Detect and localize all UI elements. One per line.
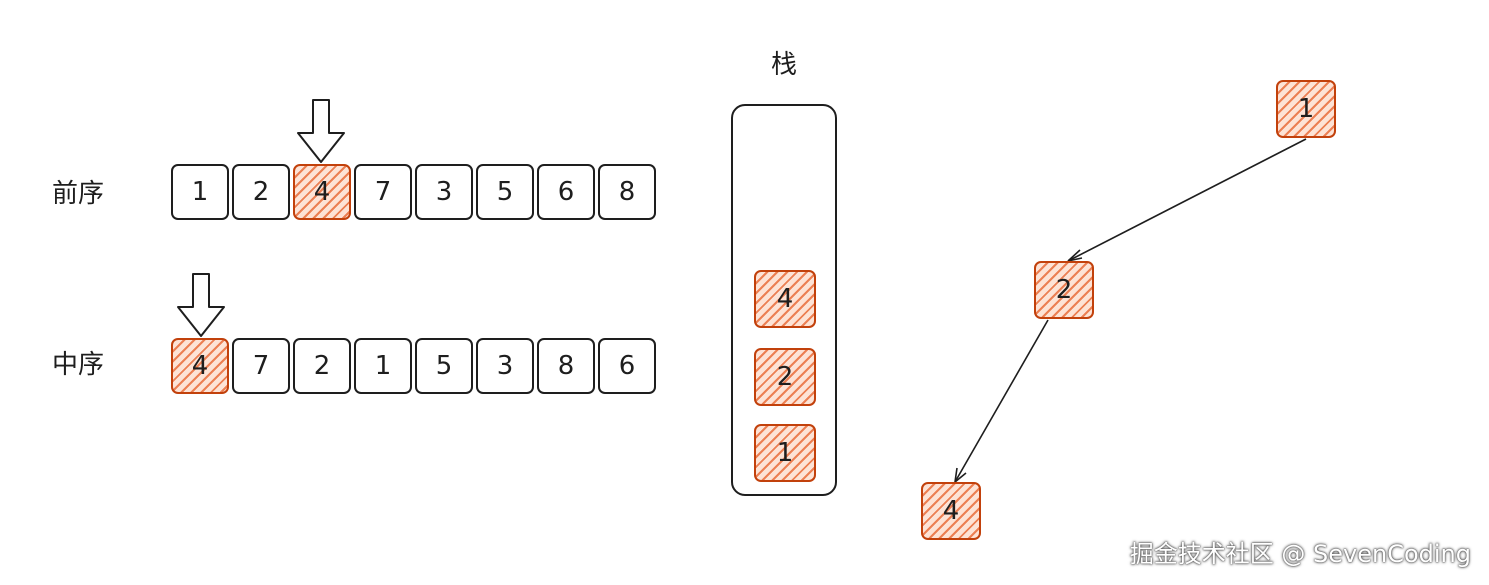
- watermark-text: 掘金技术社区 @ SevenCoding: [1129, 540, 1471, 568]
- edge-1-2: [1067, 138, 1307, 262]
- inorder-pointer-arrow: [177, 273, 225, 337]
- inorder-cell: 2: [293, 338, 351, 394]
- inorder-cell: 8: [537, 338, 595, 394]
- inorder-cell-highlighted: 4: [171, 338, 229, 394]
- inorder-cell: 7: [232, 338, 290, 394]
- edge-2-4: [954, 319, 1049, 483]
- preorder-cell: 8: [598, 164, 656, 220]
- inorder-cell: 3: [476, 338, 534, 394]
- inorder-cell: 1: [354, 338, 412, 394]
- preorder-cell: 2: [232, 164, 290, 220]
- stack-title: 栈: [771, 50, 798, 80]
- stack-item: 2: [754, 348, 816, 406]
- preorder-cell: 6: [537, 164, 595, 220]
- preorder-pointer-arrow: [297, 99, 345, 163]
- edge-1-2-arrowhead: [1067, 249, 1083, 262]
- preorder-cell: 1: [171, 164, 229, 220]
- inorder-cell: 6: [598, 338, 656, 394]
- stack-item: 4: [754, 270, 816, 328]
- preorder-cell: 3: [415, 164, 473, 220]
- preorder-label: 前序: [52, 179, 105, 209]
- preorder-cell: 7: [354, 164, 412, 220]
- tree-node: 2: [1034, 261, 1094, 319]
- preorder-cell-highlighted: 4: [293, 164, 351, 220]
- preorder-cell: 5: [476, 164, 534, 220]
- edge-2-4-arrowhead: [954, 467, 967, 483]
- tree-node: 4: [921, 482, 981, 540]
- stack-item: 1: [754, 424, 816, 482]
- stack-container: [731, 104, 837, 496]
- tree-node-root: 1: [1276, 80, 1336, 138]
- inorder-label: 中序: [52, 350, 105, 380]
- inorder-cell: 5: [415, 338, 473, 394]
